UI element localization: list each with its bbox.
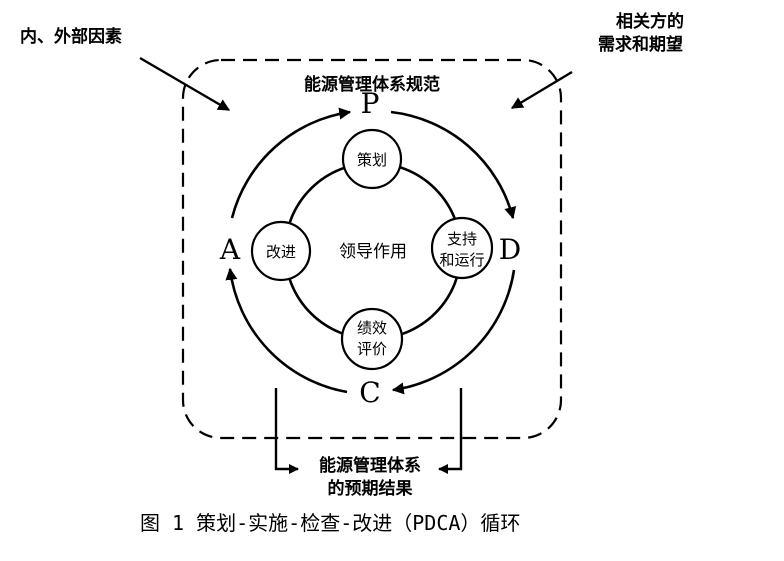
node-performance-evaluation: 绩效 评价: [340, 307, 404, 371]
svg-text:改进: 改进: [266, 243, 296, 261]
interested-parties-label-line1: 相关方的: [616, 11, 684, 32]
expected-results-label-line2: 的预期结果: [328, 478, 413, 499]
expected-results-label-line1: 能源管理体系: [319, 455, 421, 476]
do-letter: D: [499, 233, 521, 266]
cycle-arrow-a-to-p: [230, 107, 352, 219]
system-boundary: [181, 58, 563, 440]
svg-text:策划: 策划: [357, 151, 387, 169]
act-letter: A: [219, 233, 241, 266]
figure-caption: 图 1 策划-实施-检查-改进（PDCA）循环: [140, 511, 520, 535]
svg-text:绩效: 绩效: [357, 319, 387, 337]
standard-title: 能源管理体系规范: [304, 74, 440, 95]
results-output-arrow-right: [438, 388, 463, 474]
node-support-operation: 支持 和运行: [430, 216, 494, 280]
node-improvement: 改进: [250, 220, 312, 282]
results-output-arrow-left: [274, 388, 299, 474]
svg-text:评价: 评价: [357, 340, 387, 358]
svg-text:和运行: 和运行: [439, 251, 484, 269]
node-plan: 策划: [341, 128, 403, 190]
svg-text:支持: 支持: [447, 230, 477, 248]
plan-letter: P: [361, 87, 380, 120]
cycle-arrow-d-to-c: [391, 269, 516, 395]
leadership-label: 领导作用: [339, 242, 407, 262]
parties-input-arrow: [510, 70, 573, 110]
cycle-arrow-c-to-a: [225, 267, 348, 394]
internal-external-factors-label: 内、外部因素: [20, 26, 122, 47]
cycle-arrow-p-to-d: [390, 110, 517, 220]
interested-parties-label-line2: 需求和期望: [598, 34, 683, 55]
check-letter: C: [359, 376, 380, 409]
factors-input-arrow: [139, 56, 231, 112]
